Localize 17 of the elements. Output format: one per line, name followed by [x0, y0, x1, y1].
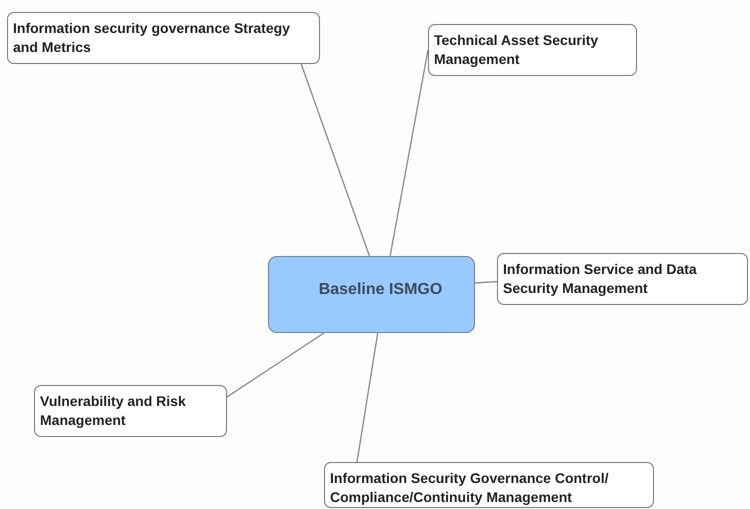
subtopic-box	[324, 462, 654, 508]
connector-line	[356, 332, 378, 462]
subtopic-box	[428, 24, 637, 76]
subtopic-box	[7, 12, 320, 64]
node-label: Baseline ISMGO	[318, 280, 442, 300]
node-label: Information security governance Strategy and Metrics	[13, 19, 291, 57]
subtopic-box	[34, 385, 227, 437]
node-label: Technical Asset Security Management	[434, 31, 600, 69]
node-label: Information Security Governance Control/ Compliance/Continuity Management	[330, 469, 610, 507]
connector-line	[390, 50, 429, 256]
node-label: Vulnerability and Risk Management	[40, 392, 187, 430]
connector-line	[474, 280, 498, 284]
node-label: Information Service and Data Security Management	[503, 260, 698, 298]
central-topic-box	[268, 256, 475, 333]
connector-line	[226, 332, 324, 398]
subtopic-box	[497, 253, 748, 305]
connector-line	[300, 64, 370, 256]
